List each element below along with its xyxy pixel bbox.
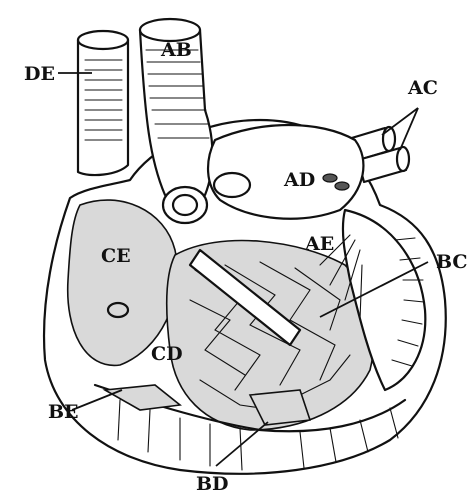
valve-ring-inner (171, 193, 199, 217)
trabeculae-be (102, 384, 182, 411)
label-bc: BC (436, 251, 468, 273)
ventricle-ae-striations (391, 237, 425, 367)
atrium-ad-opening-2 (334, 181, 350, 191)
label-de: DE (24, 63, 55, 85)
septal-band (188, 248, 302, 347)
atrium-ad (206, 123, 365, 220)
leader-lines (58, 72, 429, 467)
atrium-ad-opening-1 (322, 173, 338, 183)
valve-cusp (212, 171, 252, 199)
leader-bd (215, 421, 269, 467)
ventricle-ae (341, 208, 427, 392)
leader-bc (319, 261, 429, 318)
leader-ac-upper (381, 107, 419, 136)
trabeculae-bd (248, 389, 312, 426)
chamber-ce (66, 199, 179, 367)
vessel-de (76, 29, 130, 177)
label-ab: AB (160, 39, 192, 61)
leader-be (71, 389, 123, 411)
chordae-ae (319, 234, 363, 321)
label-ae: AE (304, 233, 334, 255)
leader-ac-lower (399, 107, 419, 151)
label-cd: CD (151, 343, 183, 365)
valve-ring (161, 185, 209, 225)
chamber-ce-fossa (106, 301, 130, 319)
label-ad: AD (283, 169, 315, 191)
lower-wall-striations (117, 399, 399, 471)
label-ac: AC (407, 77, 438, 99)
vessel-ab (138, 17, 214, 197)
label-bd: BD (196, 473, 229, 495)
label-ce: CE (101, 245, 131, 267)
label-be: BE (48, 401, 79, 423)
